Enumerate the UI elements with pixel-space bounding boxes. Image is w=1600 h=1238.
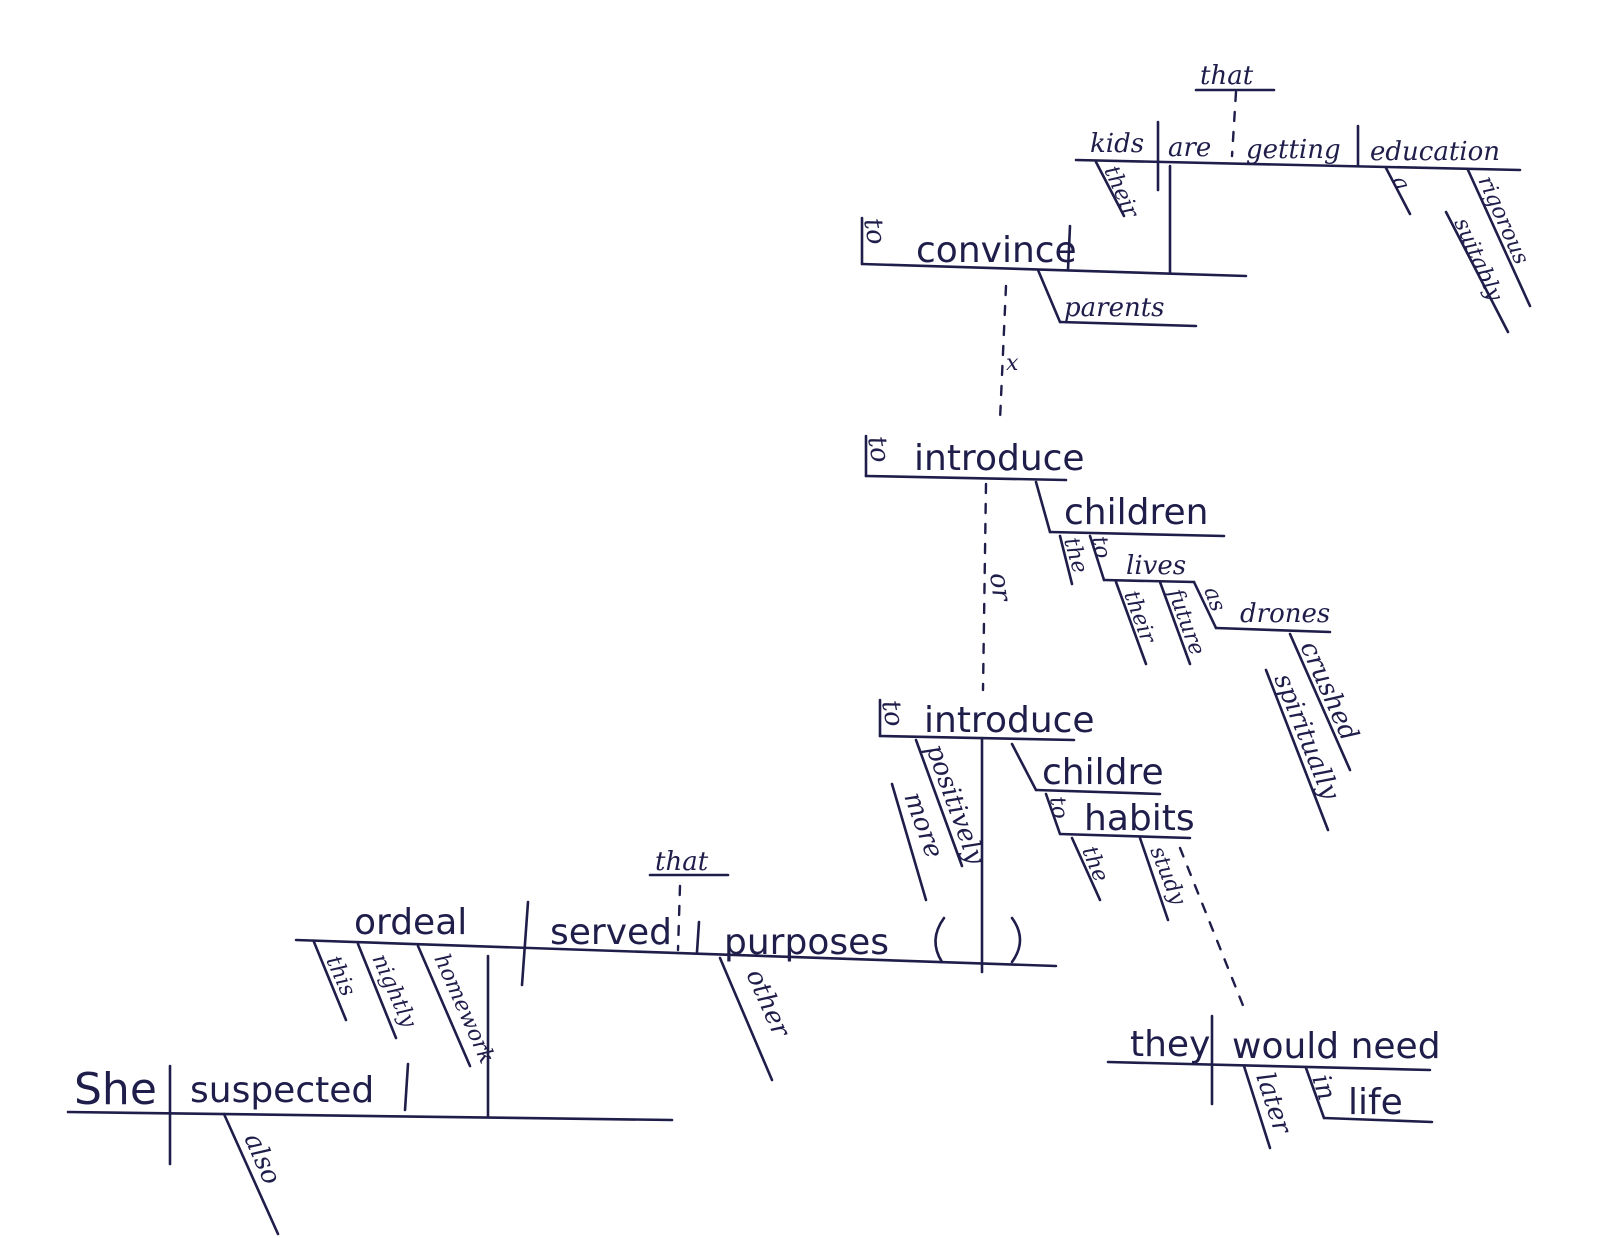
adjective-clause — [1106, 1014, 1434, 1150]
modifier-line-their-lives — [1114, 580, 1148, 666]
word-nightly: nightly — [367, 950, 422, 1032]
word-children: children — [1064, 492, 1208, 533]
modifier-line-study — [1138, 836, 1170, 922]
object-connector-middle — [1034, 480, 1052, 534]
word-to-middle: to — [861, 434, 895, 465]
word-other: other — [740, 965, 797, 1043]
word-are: are — [1168, 133, 1211, 163]
verb-object-divider-2 — [695, 920, 701, 954]
word-study: study — [1144, 843, 1190, 909]
object-connector-lower — [1010, 742, 1038, 792]
modifier-line-homework — [416, 944, 472, 1068]
modifier-line-future — [1158, 580, 1192, 666]
prep-object-line-drones — [1214, 626, 1332, 634]
word-she: She — [74, 1064, 157, 1115]
modifier-line-the-habits — [1070, 836, 1102, 902]
word-childre: childre — [1042, 752, 1164, 793]
infinitive-line-top — [860, 262, 1248, 278]
object-line-childre — [1034, 788, 1162, 796]
modifier-line-crushed — [1288, 632, 1352, 772]
modifier-line-positively — [914, 738, 964, 868]
modifier-line-more — [890, 782, 928, 902]
prep-object-line-life — [1322, 1116, 1434, 1124]
modifier-line-also — [222, 1112, 280, 1236]
word-to-habits: to — [1044, 795, 1072, 821]
word-ordeal: ordeal — [354, 902, 467, 943]
modifier-line-other — [718, 956, 774, 1082]
word-kids: kids — [1090, 129, 1144, 159]
word-convince: convince — [916, 230, 1077, 271]
modifier-line-their-kids — [1094, 160, 1126, 218]
word-purposes: purposes — [724, 922, 889, 963]
object-line-children — [1048, 530, 1226, 538]
x-connector — [998, 284, 1008, 422]
verb-object-divider — [403, 1062, 410, 1112]
word-getting: getting — [1246, 135, 1341, 165]
clause-baseline — [294, 938, 1058, 968]
word-that-lower: that — [655, 847, 709, 877]
object-connector-top — [1036, 268, 1062, 324]
modifier-line-nightly — [356, 942, 398, 1040]
word-the-habits: the — [1076, 843, 1113, 886]
word-or: or — [983, 571, 1017, 605]
modifier-line-spiritually — [1264, 668, 1330, 832]
main-baseline — [66, 1110, 674, 1122]
word-their-lives: their — [1118, 588, 1160, 648]
that-connector-top — [1230, 90, 1238, 158]
word-their-kids: their — [1099, 162, 1144, 222]
or-connector — [981, 482, 988, 692]
infinitive-line-lower — [878, 734, 1076, 742]
word-this: this — [321, 952, 361, 1000]
prep-object-line-habits — [1058, 832, 1192, 840]
middle-infinitive — [864, 434, 1352, 832]
subject-verb-divider-2 — [520, 900, 530, 987]
word-drones: drones — [1240, 599, 1330, 629]
clause-baseline-they — [1106, 1060, 1432, 1072]
modifier-line-later — [1242, 1064, 1272, 1150]
prep-line-to-lives — [1088, 534, 1106, 582]
lower-infinitive — [878, 698, 1246, 1010]
clause-baseline-kids — [1074, 158, 1522, 172]
top-clause — [1074, 88, 1532, 334]
modifier-line-suitably — [1444, 210, 1510, 334]
prep-line-to-habits — [1044, 792, 1062, 836]
prep-object-line-lives — [1102, 578, 1196, 584]
word-that-top: that — [1200, 61, 1254, 91]
word-would-need: would need — [1232, 1026, 1441, 1067]
word-served: served — [550, 912, 672, 953]
object-line-parents — [1058, 320, 1198, 328]
infinitive-line-middle — [864, 474, 1068, 482]
prep-line-as — [1192, 580, 1218, 630]
word-lives: lives — [1126, 551, 1186, 581]
noun-clause — [294, 736, 1058, 1082]
word-in: in — [1305, 1071, 1341, 1104]
word-to-top: to — [857, 216, 891, 247]
that-connector — [676, 884, 682, 952]
word-introduce-lower: introduce — [924, 700, 1095, 741]
modifier-line-this — [312, 940, 348, 1022]
word-education: education — [1370, 137, 1500, 167]
word-introduce-middle: introduce — [914, 438, 1085, 479]
word-to-lower: to — [875, 698, 909, 729]
verb-object-divider-top — [1066, 224, 1072, 272]
word-x: x — [1006, 351, 1019, 376]
clause-connector-dashed — [1178, 846, 1246, 1010]
word-habits: habits — [1084, 798, 1195, 839]
word-to-lives: to — [1086, 534, 1115, 561]
word-as: as — [1198, 584, 1230, 615]
word-suspected: suspected — [190, 1070, 374, 1111]
paren-right — [1010, 916, 1022, 964]
main-clause — [66, 954, 674, 1236]
word-life: life — [1348, 1082, 1403, 1123]
prep-line-in — [1304, 1066, 1326, 1120]
paren-left — [934, 916, 946, 964]
top-infinitive — [860, 164, 1248, 328]
modifier-line-the-children — [1058, 534, 1074, 586]
modifier-line-rigorous — [1466, 168, 1532, 308]
word-they: they — [1130, 1024, 1210, 1065]
word-parents: parents — [1064, 293, 1165, 323]
modifier-line-a — [1384, 166, 1412, 216]
